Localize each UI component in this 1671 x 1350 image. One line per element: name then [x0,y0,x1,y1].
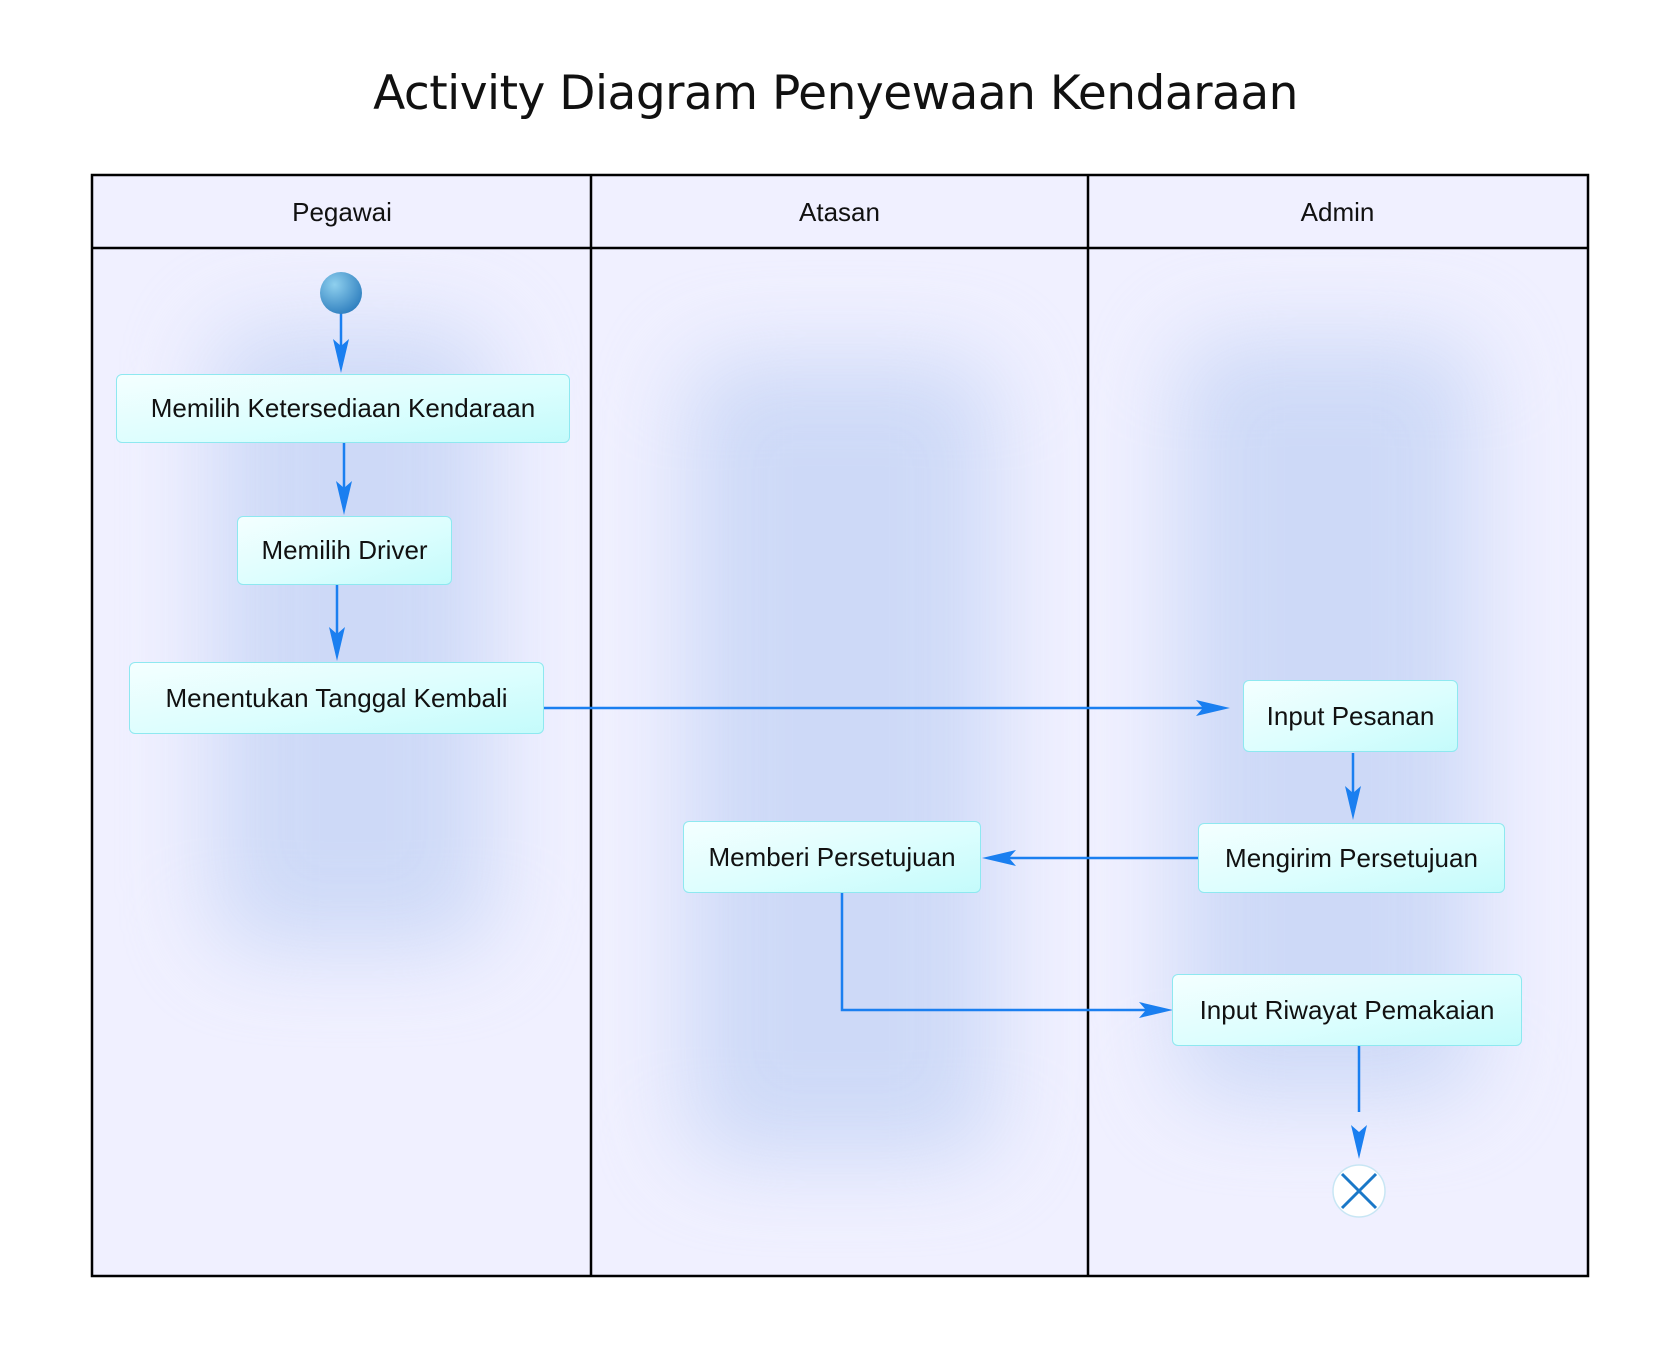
final-node [1332,1164,1386,1218]
lane-header-admin: Admin [1088,176,1587,248]
lane-header-pegawai: Pegawai [93,176,591,248]
diagram-title: Activity Diagram Penyewaan Kendaraan [373,66,1298,121]
swimlane-frame [90,173,1590,1278]
lane-body-admin [1088,249,1587,1276]
arrowhead [1351,1125,1367,1159]
activity-input-pesanan[interactable]: Input Pesanan [1243,680,1458,752]
lane-header-atasan: Atasan [591,176,1088,248]
arrowhead [982,850,1016,866]
arrowhead [1139,1002,1173,1018]
initial-node [320,272,362,314]
arrowhead [1345,786,1361,820]
activity-memilih-driver[interactable]: Memilih Driver [237,516,452,585]
arrowhead [329,627,345,661]
arrowhead [336,481,352,515]
activity-mengirim-persetujuan[interactable]: Mengirim Persetujuan [1198,823,1505,893]
flow-memberi-to-riwayat [840,893,1150,1012]
activity-memilih-ketersediaan-kendaraan[interactable]: Memilih Ketersediaan Kendaraan [116,374,570,443]
arrowhead [333,339,349,373]
activity-memberi-persetujuan[interactable]: Memberi Persetujuan [683,821,981,893]
lane-body-atasan [591,249,1088,1276]
activity-input-riwayat-pemakaian[interactable]: Input Riwayat Pemakaian [1172,974,1522,1046]
activity-menentukan-tanggal-kembali[interactable]: Menentukan Tanggal Kembali [129,662,544,734]
arrowhead [1196,700,1230,716]
